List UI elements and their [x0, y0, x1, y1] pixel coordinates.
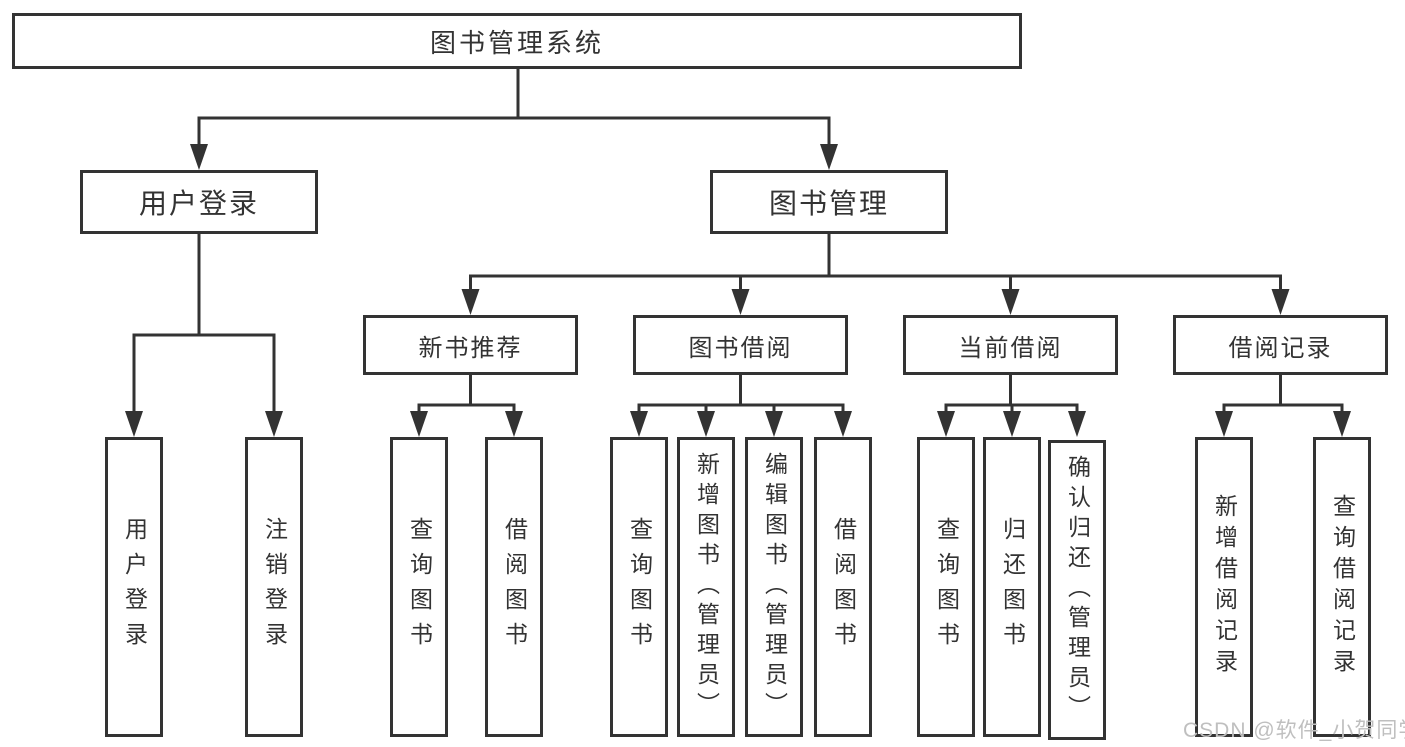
- node-add-book-admin: 新增图书（管理员）: [677, 437, 735, 737]
- csdn-watermark: CSDN @软件_小贺同学: [1183, 719, 1405, 742]
- arrowheads: [125, 144, 1351, 437]
- node-root: 图书管理系统: [12, 13, 1022, 69]
- node-current-borrow: 当前借阅: [903, 315, 1118, 375]
- node-book-borrow: 图书借阅: [633, 315, 848, 375]
- node-user-login: 用户登录: [105, 437, 163, 737]
- node-query-books-1: 查询图书: [390, 437, 448, 737]
- node-confirm-return-admin: 确认归还（管理员）: [1048, 440, 1106, 740]
- node-book-management: 图书管理: [710, 170, 948, 234]
- node-query-borrow-record: 查询借阅记录: [1313, 437, 1371, 737]
- node-edit-book-admin: 编辑图书（管理员）: [745, 437, 803, 737]
- node-user-login-group: 用户登录: [80, 170, 318, 234]
- node-query-books-2: 查询图书: [610, 437, 668, 737]
- node-query-books-3: 查询图书: [917, 437, 975, 737]
- node-borrow-books-2: 借阅图书: [814, 437, 872, 737]
- node-borrow-books-1: 借阅图书: [485, 437, 543, 737]
- node-return-book: 归还图书: [983, 437, 1041, 737]
- node-new-book-recommend: 新书推荐: [363, 315, 578, 375]
- node-logout: 注销登录: [245, 437, 303, 737]
- node-add-borrow-record: 新增借阅记录: [1195, 437, 1253, 737]
- node-borrow-record: 借阅记录: [1173, 315, 1388, 375]
